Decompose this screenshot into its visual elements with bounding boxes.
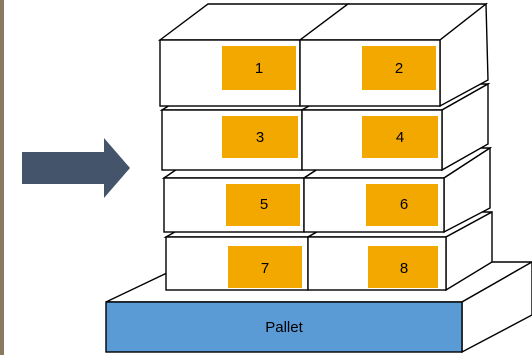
box-5-label: 5: [260, 196, 268, 213]
box-7-label: 7: [261, 260, 269, 277]
box-8-label: 8: [400, 260, 408, 277]
right-arrow-icon: [22, 138, 130, 198]
box-1: 1: [222, 46, 296, 90]
pallet-label: Pallet: [265, 319, 303, 336]
box-6-label: 6: [400, 196, 408, 213]
box-7-label-tag: [228, 246, 302, 288]
box-5-label-tag: [226, 184, 300, 226]
box-4-label-tag: [362, 116, 438, 158]
box-8: 8: [368, 246, 438, 288]
box-2-label: 2: [395, 60, 403, 77]
box-stack: 7 8 5 6: [157, 2, 493, 292]
box-3-label: 3: [256, 129, 264, 146]
box-1-label: 1: [255, 60, 263, 77]
box-4-label: 4: [396, 129, 404, 146]
box-4: 4: [362, 116, 438, 158]
box-1-label-tag: [222, 46, 296, 90]
box-8-label-tag: [368, 246, 438, 288]
box-5: 5: [226, 184, 300, 226]
box-6: 6: [366, 184, 438, 226]
box-2: 2: [362, 46, 436, 90]
box-3: 3: [222, 116, 298, 158]
box-6-label-tag: [366, 184, 438, 226]
box-7: 7: [228, 246, 302, 288]
left-edge-strip: [0, 0, 4, 355]
box-2-label-tag: [362, 46, 436, 90]
box-row-1: 1 2: [157, 2, 489, 108]
pallet-front: [105, 301, 463, 353]
box-3-label-tag: [222, 116, 298, 158]
